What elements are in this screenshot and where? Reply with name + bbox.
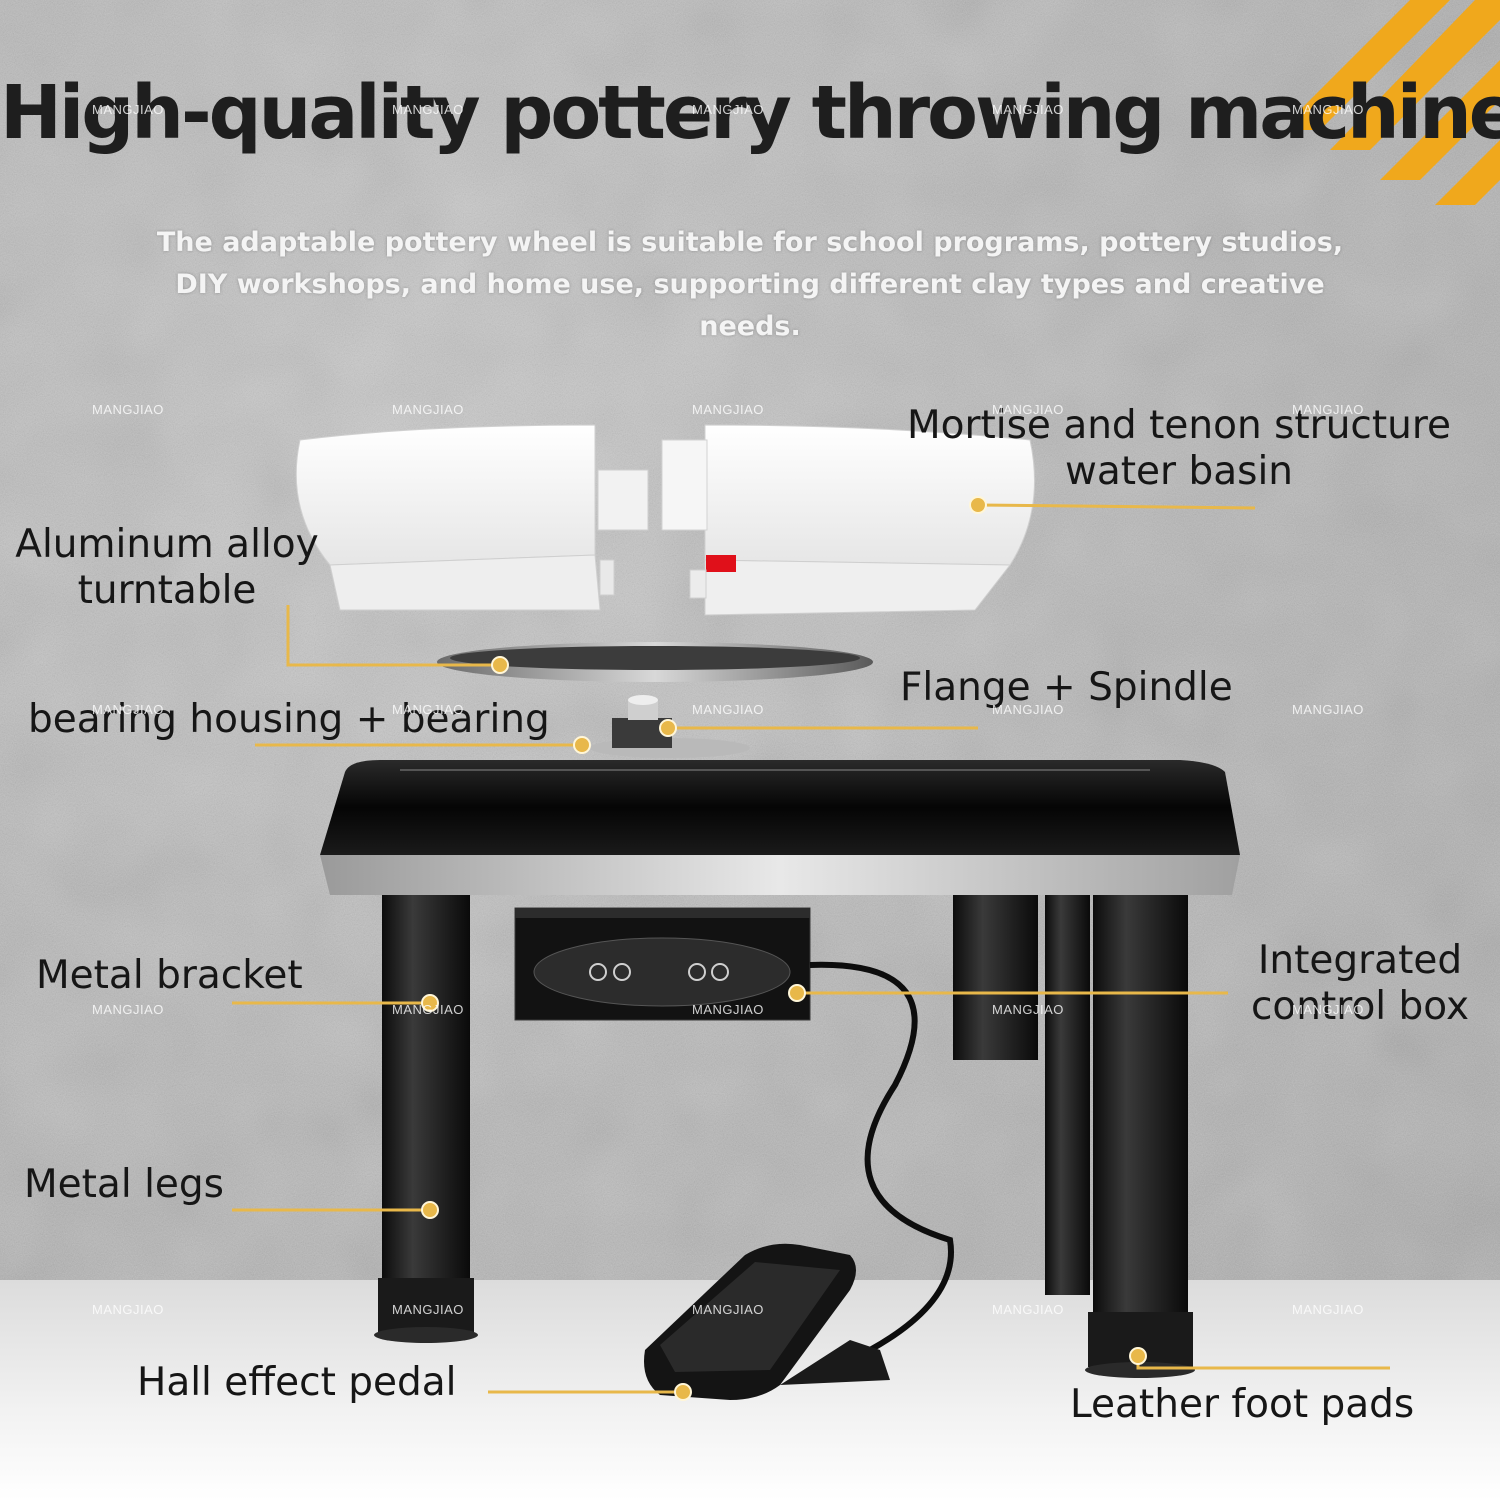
callout-bearing-housing: bearing housing + bearing bbox=[28, 697, 550, 742]
wheel-table-body bbox=[320, 760, 1240, 895]
watermark: MANGJIAO bbox=[992, 402, 1064, 417]
watermark: MANGJIAO bbox=[1292, 1302, 1364, 1317]
callout-control-box: Integrated control box bbox=[1240, 938, 1480, 1030]
callout-control-box-line2: control box bbox=[1250, 984, 1470, 1029]
callout-hall-effect-pedal: Hall effect pedal bbox=[137, 1360, 457, 1405]
watermark: MANGJIAO bbox=[92, 702, 164, 717]
watermark: MANGJIAO bbox=[1292, 102, 1364, 117]
watermark: MANGJIAO bbox=[392, 402, 464, 417]
watermark: MANGJIAO bbox=[392, 702, 464, 717]
watermark: MANGJIAO bbox=[992, 702, 1064, 717]
watermark: MANGJIAO bbox=[992, 1002, 1064, 1017]
callout-leaders bbox=[232, 503, 1390, 1394]
watermark: MANGJIAO bbox=[692, 102, 764, 117]
watermark: MANGJIAO bbox=[692, 402, 764, 417]
water-basin-left bbox=[295, 424, 649, 611]
front-leg-right bbox=[1085, 895, 1195, 1378]
front-leg-left bbox=[374, 895, 478, 1343]
callout-metal-bracket: Metal bracket bbox=[36, 953, 303, 998]
callout-metal-legs: Metal legs bbox=[24, 1162, 224, 1207]
callout-water-basin-line2: water basin bbox=[1064, 449, 1294, 494]
callout-markers bbox=[421, 496, 1147, 1401]
callout-turntable-line2: turntable bbox=[77, 568, 257, 613]
watermark: MANGJIAO bbox=[692, 1002, 764, 1017]
watermark: MANGJIAO bbox=[92, 1302, 164, 1317]
watermark: MANGJIAO bbox=[692, 1302, 764, 1317]
pedal-cable bbox=[809, 961, 954, 1353]
watermark: MANGJIAO bbox=[392, 102, 464, 117]
callout-control-box-line1: Integrated bbox=[1257, 938, 1463, 983]
watermark: MANGJIAO bbox=[1292, 402, 1364, 417]
callout-water-basin-line1: Mortise and tenon structure bbox=[906, 403, 1452, 448]
watermark: MANGJIAO bbox=[992, 102, 1064, 117]
foot-pedal bbox=[644, 1243, 890, 1400]
callout-turntable-line1: Aluminum alloy bbox=[15, 522, 319, 567]
accent-stripes bbox=[1300, 0, 1500, 205]
watermark: MANGJIAO bbox=[692, 702, 764, 717]
watermark: MANGJIAO bbox=[1292, 702, 1364, 717]
watermark: MANGJIAO bbox=[92, 102, 164, 117]
control-box bbox=[514, 907, 811, 1021]
water-basin-right bbox=[661, 424, 1035, 616]
page-title: High-quality pottery throwing machines bbox=[0, 70, 1500, 156]
page-subtitle: The adaptable pottery wheel is suitable … bbox=[156, 227, 1344, 342]
watermark: MANGJIAO bbox=[992, 1302, 1064, 1317]
watermark: MANGJIAO bbox=[1292, 1002, 1364, 1017]
callout-flange-spindle: Flange + Spindle bbox=[900, 665, 1233, 710]
callout-leather-foot-pads: Leather foot pads bbox=[1070, 1382, 1415, 1427]
watermark: MANGJIAO bbox=[392, 1002, 464, 1017]
callout-turntable: Aluminum alloy turntable bbox=[12, 522, 322, 614]
watermark: MANGJIAO bbox=[392, 1302, 464, 1317]
watermark: MANGJIAO bbox=[92, 402, 164, 417]
callout-water-basin: Mortise and tenon structure water basin bbox=[905, 403, 1453, 495]
back-leg-right bbox=[1045, 895, 1090, 1295]
watermark: MANGJIAO bbox=[92, 1002, 164, 1017]
motor-housing bbox=[953, 895, 1038, 1060]
